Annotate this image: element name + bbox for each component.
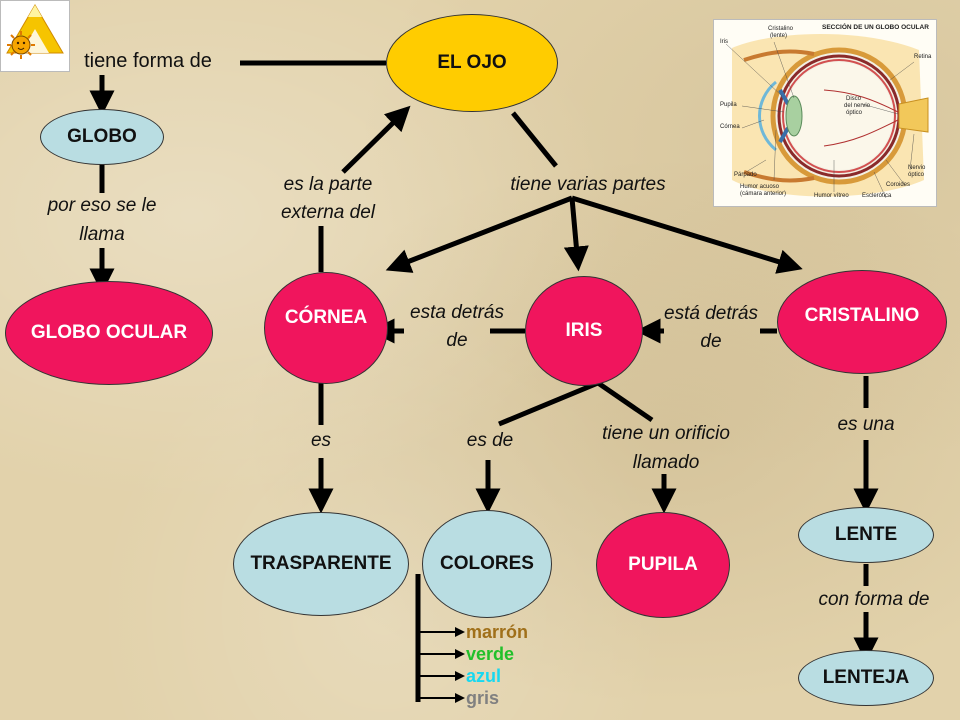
label-es-de: es de: [466, 430, 514, 451]
eye-label-nervio: Nervio: [908, 165, 926, 171]
line-iris-esde: [498, 380, 599, 427]
eye-label-esclerotica: Esclerótica: [862, 193, 892, 199]
sun-triangle-logo: [0, 0, 70, 72]
node-colores: COLORES: [422, 510, 552, 618]
eye-label-cornea: Córnea: [720, 124, 740, 130]
node-lente: LENTE: [798, 507, 934, 563]
label-orificio-1: tiene un orificio: [602, 423, 730, 444]
eye-label-humor-acuoso: Humor acuoso: [740, 184, 780, 190]
eyeball-diagram-icon: [725, 34, 929, 199]
sun-triangle-icon: [6, 4, 64, 59]
arrow-to-iris: [563, 197, 589, 272]
line-iris-orificio: [596, 380, 654, 423]
eye-label-nervio-optico: óptico: [908, 172, 925, 178]
eye-label-cristalino: Cristalino: [768, 26, 794, 32]
eye-label-retina: Retina: [914, 54, 932, 60]
line-ojo-partes: [511, 111, 558, 168]
label-tiene-forma-de: tiene forma de: [84, 50, 212, 72]
label-es-una: es una: [837, 414, 895, 435]
eye-label-pupila: Pupila: [720, 102, 737, 108]
node-globo: GLOBO: [40, 109, 164, 165]
eye-label-optico: óptico: [846, 110, 863, 116]
node-globo-ocular: GLOBO OCULAR: [5, 281, 213, 385]
node-cornea: CÓRNEA: [264, 272, 388, 384]
eye-label-disco: Disco: [846, 96, 862, 102]
eye-label-lente: (lente): [770, 33, 788, 39]
label-detras-2b: de: [700, 331, 722, 352]
label-detras-1b: de: [446, 330, 468, 351]
color-item-marron: marrón: [466, 622, 529, 642]
arrow-to-ojo: [341, 105, 411, 174]
eye-label-parpado: Párpado: [734, 172, 757, 178]
label-parte-externa-2: externa del: [280, 202, 375, 223]
label-detras-1a: esta detrás: [410, 302, 504, 323]
color-item-azul: azul: [466, 666, 502, 686]
eye-label-coroides: Coroides: [886, 182, 911, 188]
label-por-eso-2: llama: [79, 224, 125, 245]
arrow-to-cornea: [385, 195, 573, 273]
eye-section-title: SECCIÓN DE UN GLOBO OCULAR: [822, 24, 929, 31]
node-el-ojo: EL OJO: [386, 14, 558, 112]
eye-label-del-nervio: del nervio: [844, 103, 871, 109]
node-cristalino: CRISTALINO: [777, 270, 947, 374]
arrow-to-cristalino: [571, 195, 803, 274]
label-detras-2a: está detrás: [664, 303, 758, 324]
color-item-gris: gris: [466, 688, 500, 708]
node-lenteja: LENTEJA: [798, 650, 934, 706]
label-es: es: [310, 430, 332, 451]
eye-label-iris: Iris: [720, 39, 728, 45]
color-item-verde: verde: [466, 644, 515, 664]
label-orificio-2: llamado: [632, 452, 700, 473]
label-parte-externa-1: es la parte: [283, 174, 373, 195]
label-varias-partes: tiene varias partes: [510, 174, 666, 195]
eye-section-illustration: SECCIÓN DE UN GLOBO OCULAR Cristalino (l…: [713, 19, 937, 207]
eye-label-camara: (cámara anterior): [740, 191, 787, 197]
node-pupila: PUPILA: [596, 512, 730, 618]
eye-label-humor-vitreo: Humor vítreo: [814, 193, 849, 199]
node-trasparente: TRASPARENTE: [233, 512, 409, 616]
label-por-eso-1: por eso se le: [47, 195, 157, 216]
label-con-forma-de: con forma de: [818, 589, 930, 610]
node-iris: IRIS: [525, 276, 643, 386]
